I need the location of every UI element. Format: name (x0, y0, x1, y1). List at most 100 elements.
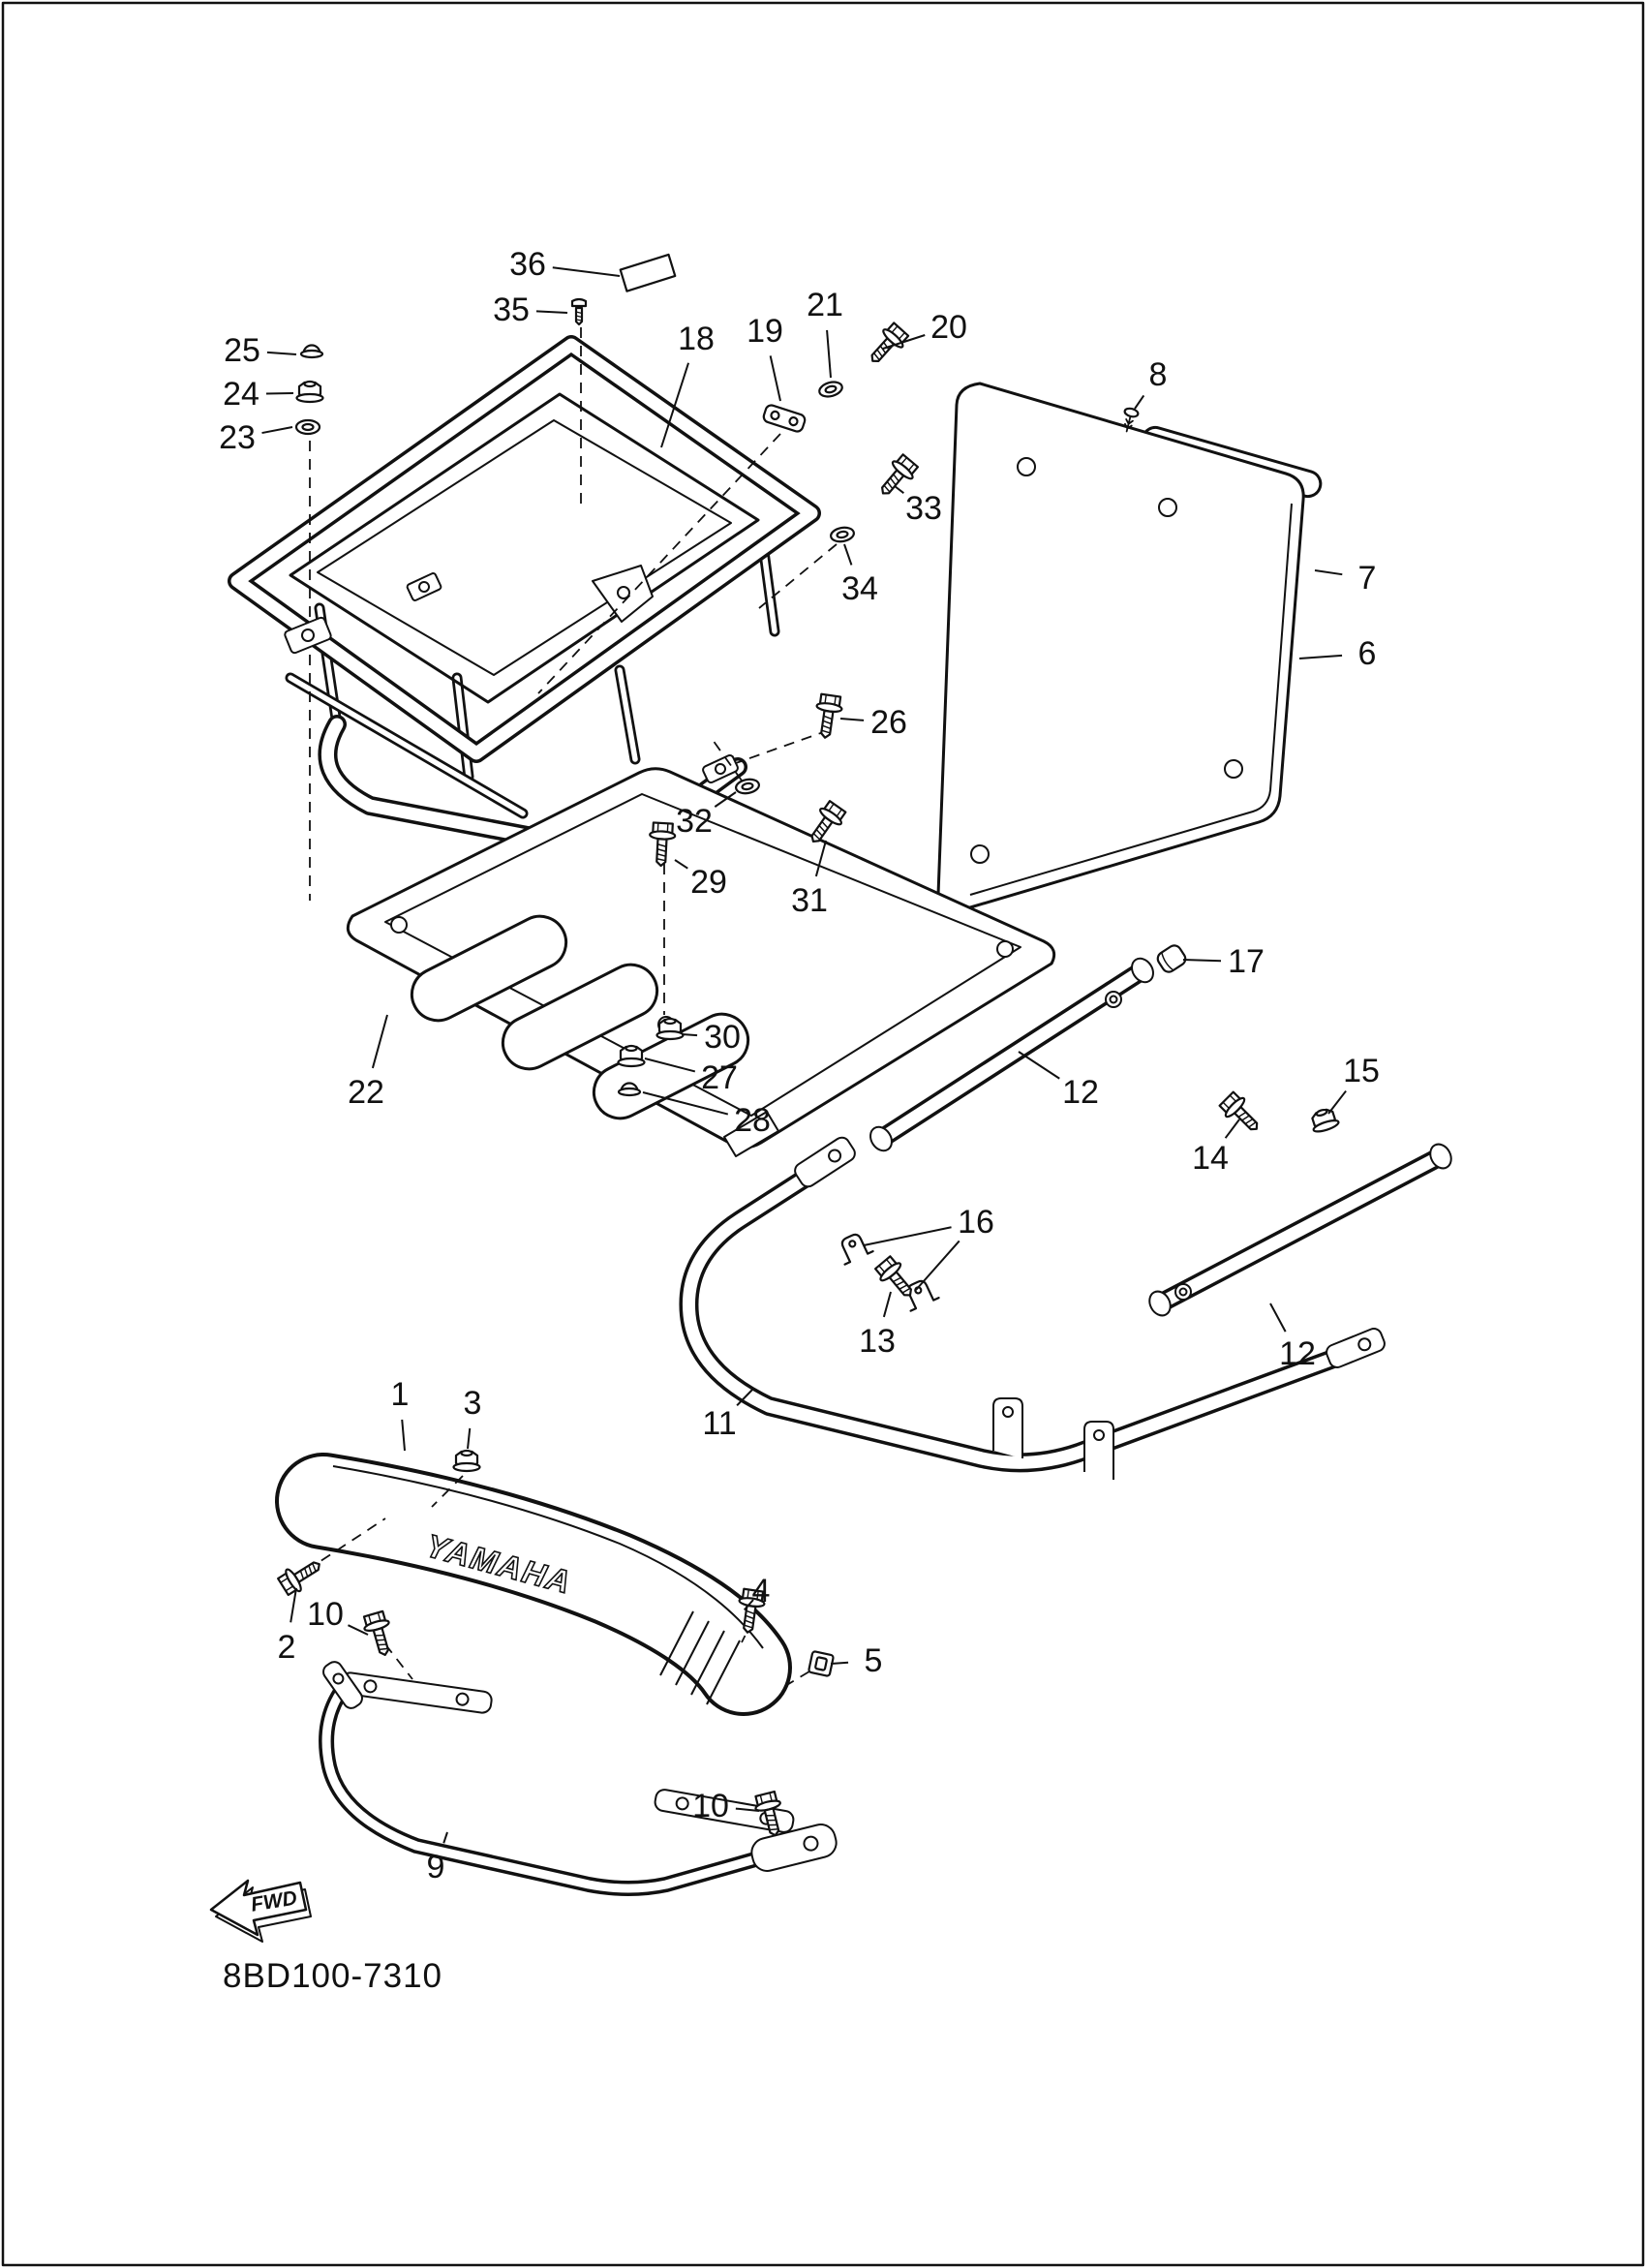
guard-end-bracket (1326, 1328, 1386, 1368)
callout-leader-line (1327, 1089, 1347, 1115)
callout-leader-line (674, 859, 688, 870)
callout-number-14: 14 (1192, 1140, 1229, 1177)
nut-icon (655, 1017, 685, 1041)
plate-slot (410, 914, 568, 1023)
callout-number-21: 21 (807, 287, 843, 323)
carrier-platform-rim (289, 392, 760, 704)
guard-end-bracket (794, 1136, 856, 1188)
callout-number-16: 16 (958, 1204, 994, 1241)
callout-leader-line (681, 1033, 698, 1037)
callout-number-4: 4 (752, 1573, 771, 1609)
callout-leader-line (830, 1661, 849, 1665)
mud-flap-assembly (936, 382, 1323, 913)
callout-number-9: 9 (427, 1849, 445, 1885)
callout-leader-line (1314, 569, 1343, 576)
callout-number-26: 26 (870, 704, 907, 741)
callout-leader-line (1182, 959, 1222, 963)
callout-leader-line (1018, 1051, 1060, 1080)
callout-leader-line (882, 1291, 892, 1318)
callout-number-31: 31 (791, 882, 828, 919)
callout-number-5: 5 (865, 1642, 883, 1679)
callout-number-25: 25 (224, 332, 260, 369)
guard-stand-bracket (1083, 1421, 1114, 1480)
callout-number-13: 13 (859, 1323, 896, 1360)
callout-number-36: 36 (509, 246, 546, 283)
carrier-front-tab (406, 572, 442, 601)
callout-number-34: 34 (841, 570, 878, 607)
part-code-label: 8BD100-7310 (223, 1957, 442, 1995)
callout-number-12: 12 (1279, 1335, 1316, 1372)
callout-number-33: 33 (905, 490, 942, 527)
callout-leader-line (843, 543, 853, 566)
guard-stand-bracket (992, 1397, 1023, 1458)
callout-number-29: 29 (690, 864, 727, 901)
callout-leader-line (1134, 394, 1145, 410)
callout-leader-line (535, 310, 568, 314)
callout-number-24: 24 (223, 376, 259, 413)
callout-number-28: 28 (734, 1102, 771, 1139)
fwd-arrow: FWD (209, 1879, 312, 1943)
callout-number-6: 6 (1358, 635, 1377, 672)
callout-number-12: 12 (1062, 1074, 1099, 1111)
clip-icon (807, 1649, 836, 1678)
callout-number-35: 35 (493, 291, 530, 328)
callout-number-10: 10 (692, 1788, 729, 1824)
callout-number-19: 19 (747, 313, 783, 350)
callout-number-3: 3 (464, 1385, 482, 1422)
callout-leader-line (644, 1057, 696, 1073)
callout-leader-line (882, 334, 926, 350)
callout-number-2: 2 (278, 1629, 296, 1666)
plate-slot (501, 963, 659, 1071)
callout-leader-line (894, 485, 904, 494)
callout-leader-line (826, 329, 832, 379)
callout-leader-line (442, 1831, 448, 1844)
callout-number-15: 15 (1343, 1053, 1380, 1089)
callout-leader-line (714, 791, 737, 808)
callout-leader-line (915, 1240, 960, 1291)
callout-number-18: 18 (678, 321, 715, 357)
callout-leader-line (839, 718, 865, 721)
rear-guard-rails (679, 957, 1452, 1480)
callout-number-23: 23 (219, 419, 256, 456)
front-bumper: YAMAHA (275, 1453, 795, 1833)
callout-number-8: 8 (1149, 356, 1168, 393)
callout-leader-line (735, 1807, 760, 1812)
callout-number-30: 30 (704, 1019, 741, 1056)
callout-leader-line (660, 362, 689, 448)
callout-leader-line (371, 1014, 388, 1069)
callout-leader-line (863, 1226, 952, 1246)
base-plate-panel (346, 767, 1056, 1149)
callout-leader-line (642, 1091, 729, 1116)
callout-number-7: 7 (1358, 560, 1377, 597)
callout-number-22: 22 (348, 1074, 384, 1111)
flap-panel (936, 382, 1305, 913)
assembly-axis-lines (305, 327, 838, 1690)
callout-number-32: 32 (676, 803, 713, 840)
bumper-ribs (659, 1610, 741, 1705)
callout-number-11: 11 (702, 1405, 736, 1442)
luggage-carrier-assembly (228, 335, 821, 851)
callout-leader-line (736, 1388, 754, 1407)
callout-leader-line (1269, 1303, 1287, 1333)
callout-number-1: 1 (391, 1376, 410, 1413)
callout-leader-line (261, 426, 293, 435)
callout-leader-line (814, 840, 827, 877)
callout-leader-line (266, 351, 297, 355)
plate-tab (723, 1111, 779, 1157)
washer-icon (294, 418, 321, 436)
nut-icon (452, 1449, 481, 1473)
bumper-stay-right (654, 1789, 795, 1833)
callout-leader-line (401, 1419, 406, 1452)
callout-number-20: 20 (930, 309, 967, 346)
nut-icon (295, 380, 324, 404)
callout-leader-line (348, 1624, 369, 1636)
callout-leader-line (1224, 1119, 1240, 1139)
callout-number-17: 17 (1228, 943, 1265, 980)
bar-end-paddle (750, 1824, 838, 1872)
nut-icon (617, 1044, 646, 1068)
callout-leader-line (743, 1599, 754, 1611)
callout-leader-line (467, 1427, 472, 1450)
